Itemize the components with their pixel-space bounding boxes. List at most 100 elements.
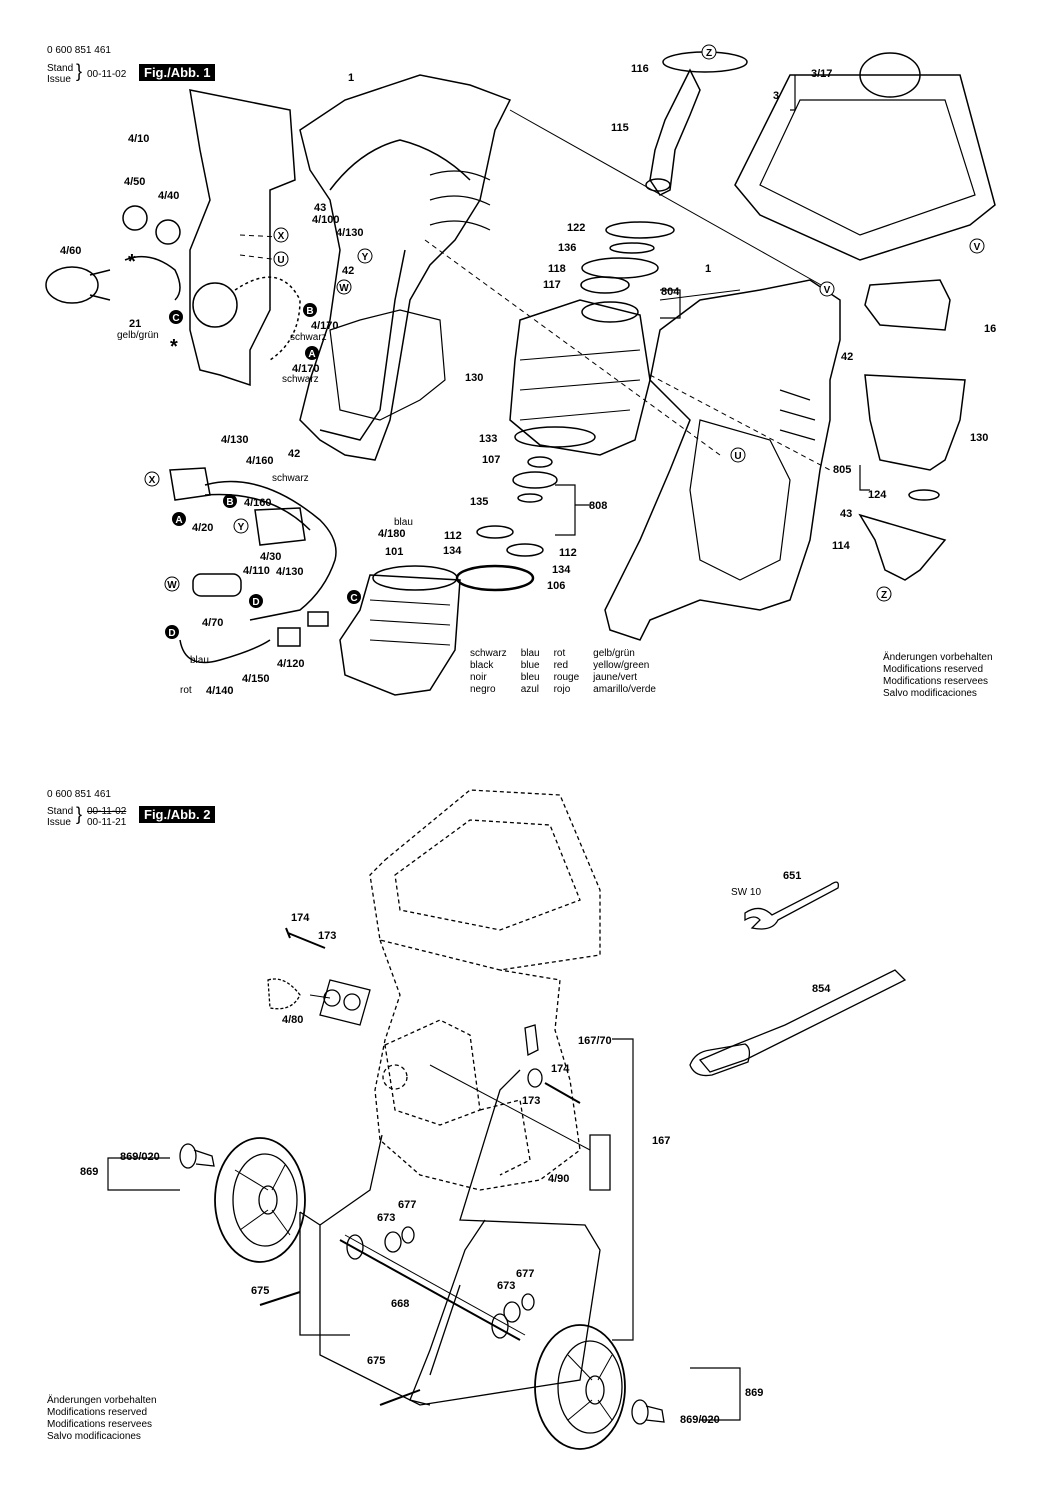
part-label: 4/90 bbox=[548, 1173, 570, 1185]
wire-note: schwarz bbox=[282, 374, 319, 385]
part-label: 4/130 bbox=[336, 227, 364, 239]
part-label: 167 bbox=[652, 1135, 671, 1147]
label-plate-4-80 bbox=[319, 979, 371, 1026]
part-label: 136 bbox=[558, 242, 577, 254]
svg-text:Z: Z bbox=[706, 48, 712, 59]
fig1-date: 00-11-02 bbox=[87, 69, 127, 80]
part-label: 122 bbox=[567, 222, 586, 234]
wire-note: blau bbox=[190, 655, 209, 666]
wire-note: blau bbox=[394, 517, 413, 528]
fig1-modifications-note: Änderungen vorbehalten Modifications res… bbox=[883, 652, 993, 699]
part-label: 130 bbox=[465, 372, 484, 384]
part-label: 4/120 bbox=[277, 658, 305, 670]
connector-z-top: Z bbox=[701, 44, 717, 60]
lid-knob bbox=[859, 52, 921, 98]
svg-text:D: D bbox=[252, 597, 259, 608]
svg-text:X: X bbox=[278, 231, 285, 242]
connector-b-switch: B bbox=[223, 494, 237, 508]
connector-c-motor: C bbox=[347, 590, 361, 604]
svg-text:U: U bbox=[277, 255, 284, 266]
part-label: 4/130 bbox=[276, 566, 304, 578]
svg-text:A: A bbox=[175, 515, 182, 526]
fig2-exploded-diagram bbox=[107, 789, 907, 1450]
part-label: 673 bbox=[377, 1212, 396, 1224]
connector-w-cap: W bbox=[164, 576, 180, 592]
part-label: 4/50 bbox=[124, 176, 146, 188]
connector-x-top: X bbox=[273, 227, 289, 243]
fig2-date-old: 00-11-02 bbox=[87, 806, 127, 817]
svg-text:V: V bbox=[974, 242, 981, 253]
part-label: 134 bbox=[552, 564, 571, 576]
part-label: 134 bbox=[443, 545, 462, 557]
lower-housing bbox=[604, 279, 841, 641]
part-label: 43 bbox=[840, 508, 853, 520]
part-label: 4/140 bbox=[206, 685, 234, 697]
part-label: 173 bbox=[318, 930, 337, 942]
part-label: 107 bbox=[482, 454, 501, 466]
part-label: 3/17 bbox=[811, 68, 833, 80]
part-label: 675 bbox=[367, 1355, 386, 1367]
wheel-right bbox=[534, 1324, 626, 1450]
feed-chute bbox=[864, 374, 966, 471]
svg-text:Z: Z bbox=[881, 590, 887, 601]
connector-x-switch: X bbox=[144, 471, 160, 487]
connector-a-top: A bbox=[305, 346, 319, 360]
part-label: 677 bbox=[398, 1199, 417, 1211]
part-label: 118 bbox=[548, 263, 566, 275]
connector-d-cap: D bbox=[249, 594, 263, 608]
fig2-stand-issue: Stand Issue bbox=[47, 806, 73, 828]
svg-text:U: U bbox=[734, 451, 741, 462]
fig1-exploded-diagram: X U Y W B C A Z V V U X B A Y W D C D Z … bbox=[45, 44, 996, 696]
fig2-doc-number: 0 600 851 461 bbox=[47, 789, 111, 800]
svg-text:A: A bbox=[308, 349, 315, 360]
part-label: 112 bbox=[559, 547, 577, 559]
chute-housing bbox=[189, 89, 296, 387]
part-label: 804 bbox=[661, 286, 680, 298]
handle-854 bbox=[698, 969, 907, 1073]
part-label: 854 bbox=[812, 983, 831, 995]
part-label: 106 bbox=[547, 580, 566, 592]
hopper-lid bbox=[734, 74, 996, 261]
part-label: 135 bbox=[470, 496, 489, 508]
connector-d-wire: D bbox=[165, 625, 179, 639]
part-label: 133 bbox=[479, 433, 498, 445]
part-label: 124 bbox=[868, 489, 887, 501]
part-label: 4/170 bbox=[292, 363, 320, 375]
part-label: SW 10 bbox=[731, 887, 762, 898]
fig1-brace: } bbox=[76, 61, 83, 81]
svg-text:W: W bbox=[339, 283, 349, 294]
part-label: 4/70 bbox=[202, 617, 224, 629]
part-label: 673 bbox=[497, 1280, 516, 1292]
svg-text:C: C bbox=[172, 313, 179, 324]
fig1-stand-issue: Stand Issue bbox=[47, 63, 73, 85]
fig1-issue-label: Issue bbox=[47, 74, 71, 85]
wheel-left bbox=[214, 1137, 306, 1263]
svg-text:D: D bbox=[168, 628, 175, 639]
svg-text:B: B bbox=[306, 306, 313, 317]
svg-text:B: B bbox=[226, 497, 233, 508]
connector-markers: X U Y W B C A Z V V U X B A Y W D C D Z bbox=[144, 44, 985, 639]
part-label: 114 bbox=[832, 540, 850, 552]
connector-u-housing: U bbox=[730, 447, 746, 463]
part-label: 869 bbox=[80, 1166, 99, 1178]
part-label: 1 bbox=[348, 72, 355, 84]
svg-text:C: C bbox=[350, 593, 357, 604]
part-label: 42 bbox=[342, 265, 355, 277]
part-label: 174 bbox=[551, 1063, 570, 1075]
connector-b-top: B bbox=[303, 303, 317, 317]
part-label: 651 bbox=[783, 870, 802, 882]
connector-z-bottom: Z bbox=[876, 586, 892, 602]
frame-167 bbox=[299, 1069, 601, 1406]
fig1-doc-number: 0 600 851 461 bbox=[47, 45, 111, 56]
connector-y-top: Y bbox=[357, 248, 373, 264]
part-label: 4/100 bbox=[312, 214, 340, 226]
connector-w-top: W bbox=[336, 279, 352, 295]
svg-text:Y: Y bbox=[238, 522, 245, 533]
fig2-label: Fig./Abb. 2 bbox=[139, 806, 216, 823]
shredder-body-outline bbox=[374, 939, 581, 1191]
